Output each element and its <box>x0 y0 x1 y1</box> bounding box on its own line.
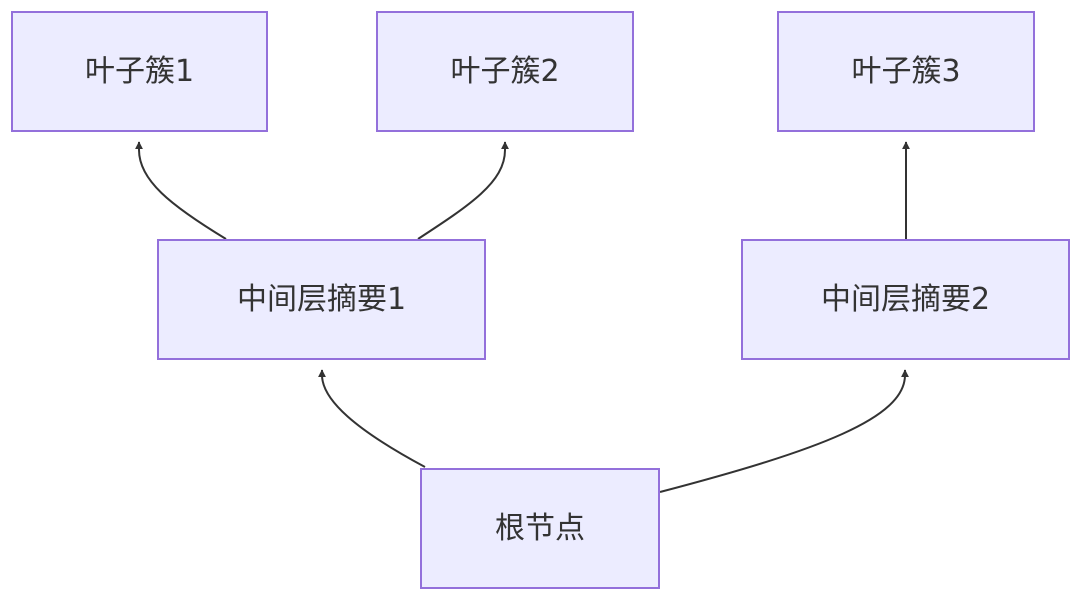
node-leaf-cluster-2: 叶子簇2 <box>376 11 634 132</box>
node-label: 中间层摘要2 <box>820 281 991 317</box>
edge-root-to-mid2 <box>659 369 909 493</box>
node-root: 根节点 <box>420 468 660 589</box>
node-leaf-cluster-3: 叶子簇3 <box>777 11 1035 132</box>
edge-mid1-to-leaf1 <box>135 141 227 240</box>
node-middle-summary-2: 中间层摘要2 <box>741 239 1070 360</box>
node-label: 根节点 <box>495 510 585 546</box>
node-label: 叶子簇3 <box>851 53 961 89</box>
node-label: 叶子簇1 <box>84 53 195 89</box>
node-label: 中间层摘要1 <box>236 281 407 317</box>
edge-root-to-mid1 <box>318 369 426 468</box>
edge-mid1-to-leaf2 <box>417 141 509 240</box>
node-middle-summary-1: 中间层摘要1 <box>157 239 486 360</box>
node-leaf-cluster-1: 叶子簇1 <box>11 11 268 132</box>
node-label: 叶子簇2 <box>450 53 560 89</box>
